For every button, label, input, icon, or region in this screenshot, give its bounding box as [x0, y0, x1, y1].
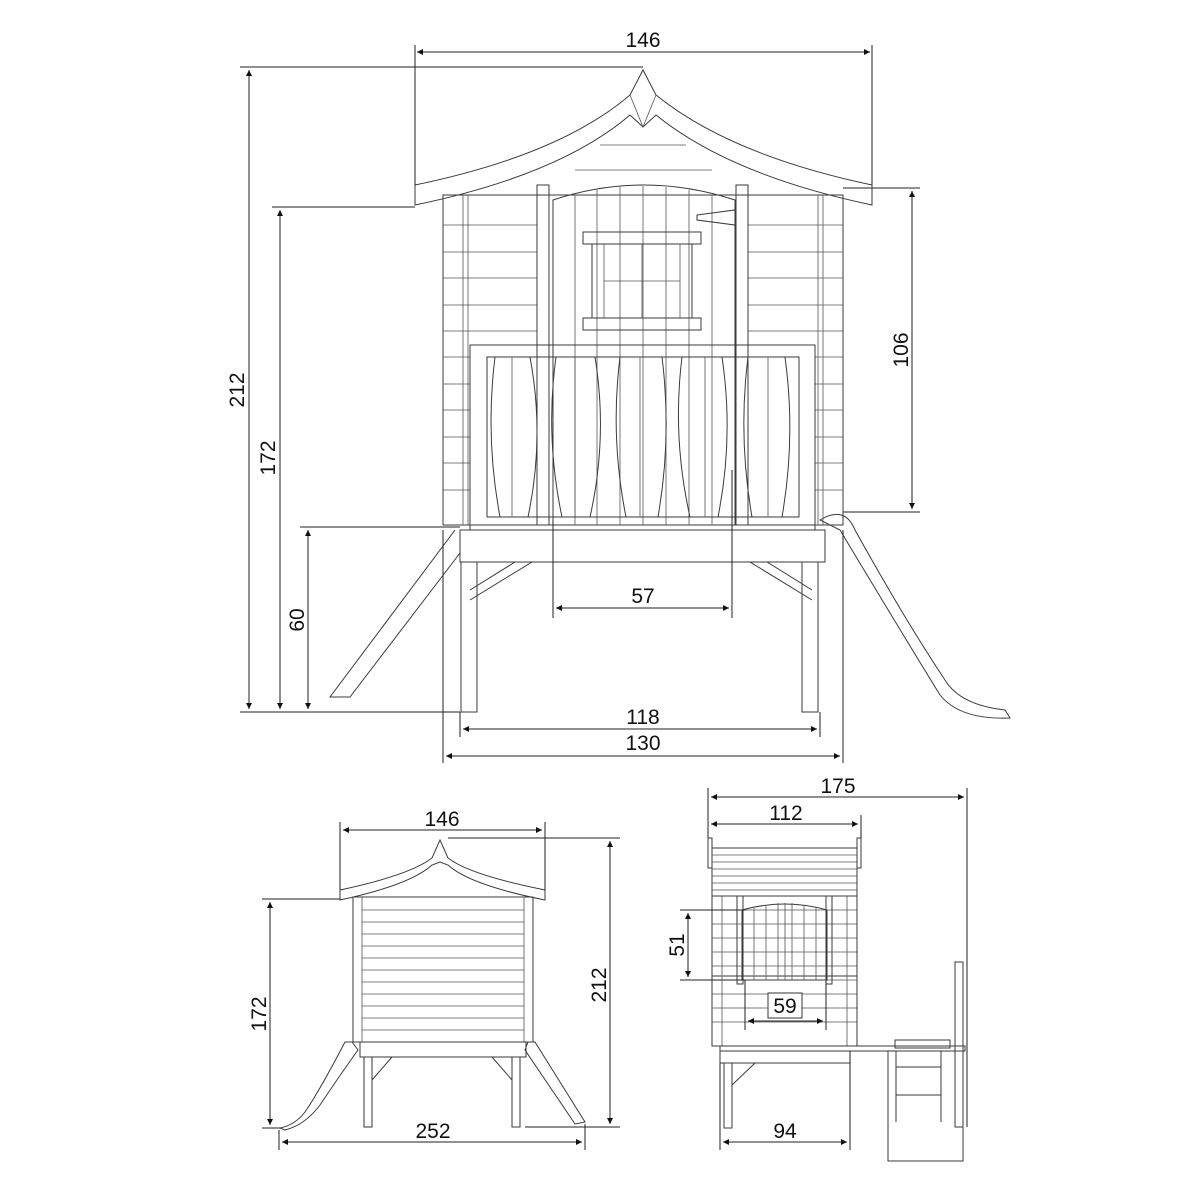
front-roof — [414, 68, 873, 206]
side-dim-212: 212 — [448, 837, 620, 1128]
front-view: 146 212 172 60 106 57 — [226, 29, 1011, 763]
front-dim-60: 60 — [286, 526, 460, 709]
front-dim-118: 118 — [459, 706, 821, 737]
front-dim-146: 146 — [414, 29, 873, 185]
dim-label-side-eave-height: 172 — [248, 996, 271, 1031]
dim-label-total-height: 212 — [226, 372, 249, 407]
rear-dim-94: 94 — [719, 1051, 851, 1150]
dim-label-side-roof-width: 146 — [424, 808, 459, 831]
rear-dim-59: 59 — [744, 980, 827, 1030]
dim-label-eave-height: 172 — [257, 440, 280, 475]
dim-label-wall-height: 106 — [890, 332, 913, 367]
rear-dim-112: 112 — [711, 802, 862, 838]
dim-label-leg-span: 118 — [626, 706, 659, 729]
front-platform — [459, 529, 826, 713]
front-slide — [818, 513, 1011, 719]
rear-dim-51: 51 — [666, 909, 745, 981]
dim-label-roof-width: 146 — [625, 29, 660, 52]
side-dim-146: 146 — [339, 808, 546, 890]
front-door — [536, 184, 749, 526]
dim-label-overall-width: 175 — [820, 775, 855, 798]
dim-label-house-width: 112 — [769, 802, 802, 825]
side-dim-252: 252 — [278, 1120, 586, 1150]
front-dim-130: 130 — [442, 530, 844, 763]
front-dim-212: 212 — [226, 66, 643, 713]
dim-label-door-width: 57 — [631, 585, 654, 608]
dim-label-overall-length: 252 — [415, 1120, 450, 1143]
front-railing — [469, 344, 816, 531]
dim-label-window-width: 59 — [773, 995, 796, 1018]
dim-label-window-height: 51 — [666, 933, 689, 956]
dim-label-rear-base-width: 94 — [773, 1120, 797, 1143]
front-dim-106: 106 — [843, 187, 920, 513]
front-dim-172: 172 — [257, 206, 415, 709]
side-dim-172: 172 — [248, 898, 340, 1129]
hinge-icon — [696, 209, 736, 226]
front-ladder — [329, 529, 461, 698]
dim-label-platform-height: 60 — [286, 608, 309, 631]
dim-label-base-width: 130 — [625, 732, 660, 755]
side-view: 146 172 212 252 — [248, 808, 620, 1150]
dim-label-side-total-height: 212 — [588, 967, 611, 1002]
rear-view: 175 112 51 59 94 — [666, 775, 968, 1162]
rear-dim-175: 175 — [707, 775, 968, 1127]
front-dim-57: 57 — [552, 470, 733, 618]
